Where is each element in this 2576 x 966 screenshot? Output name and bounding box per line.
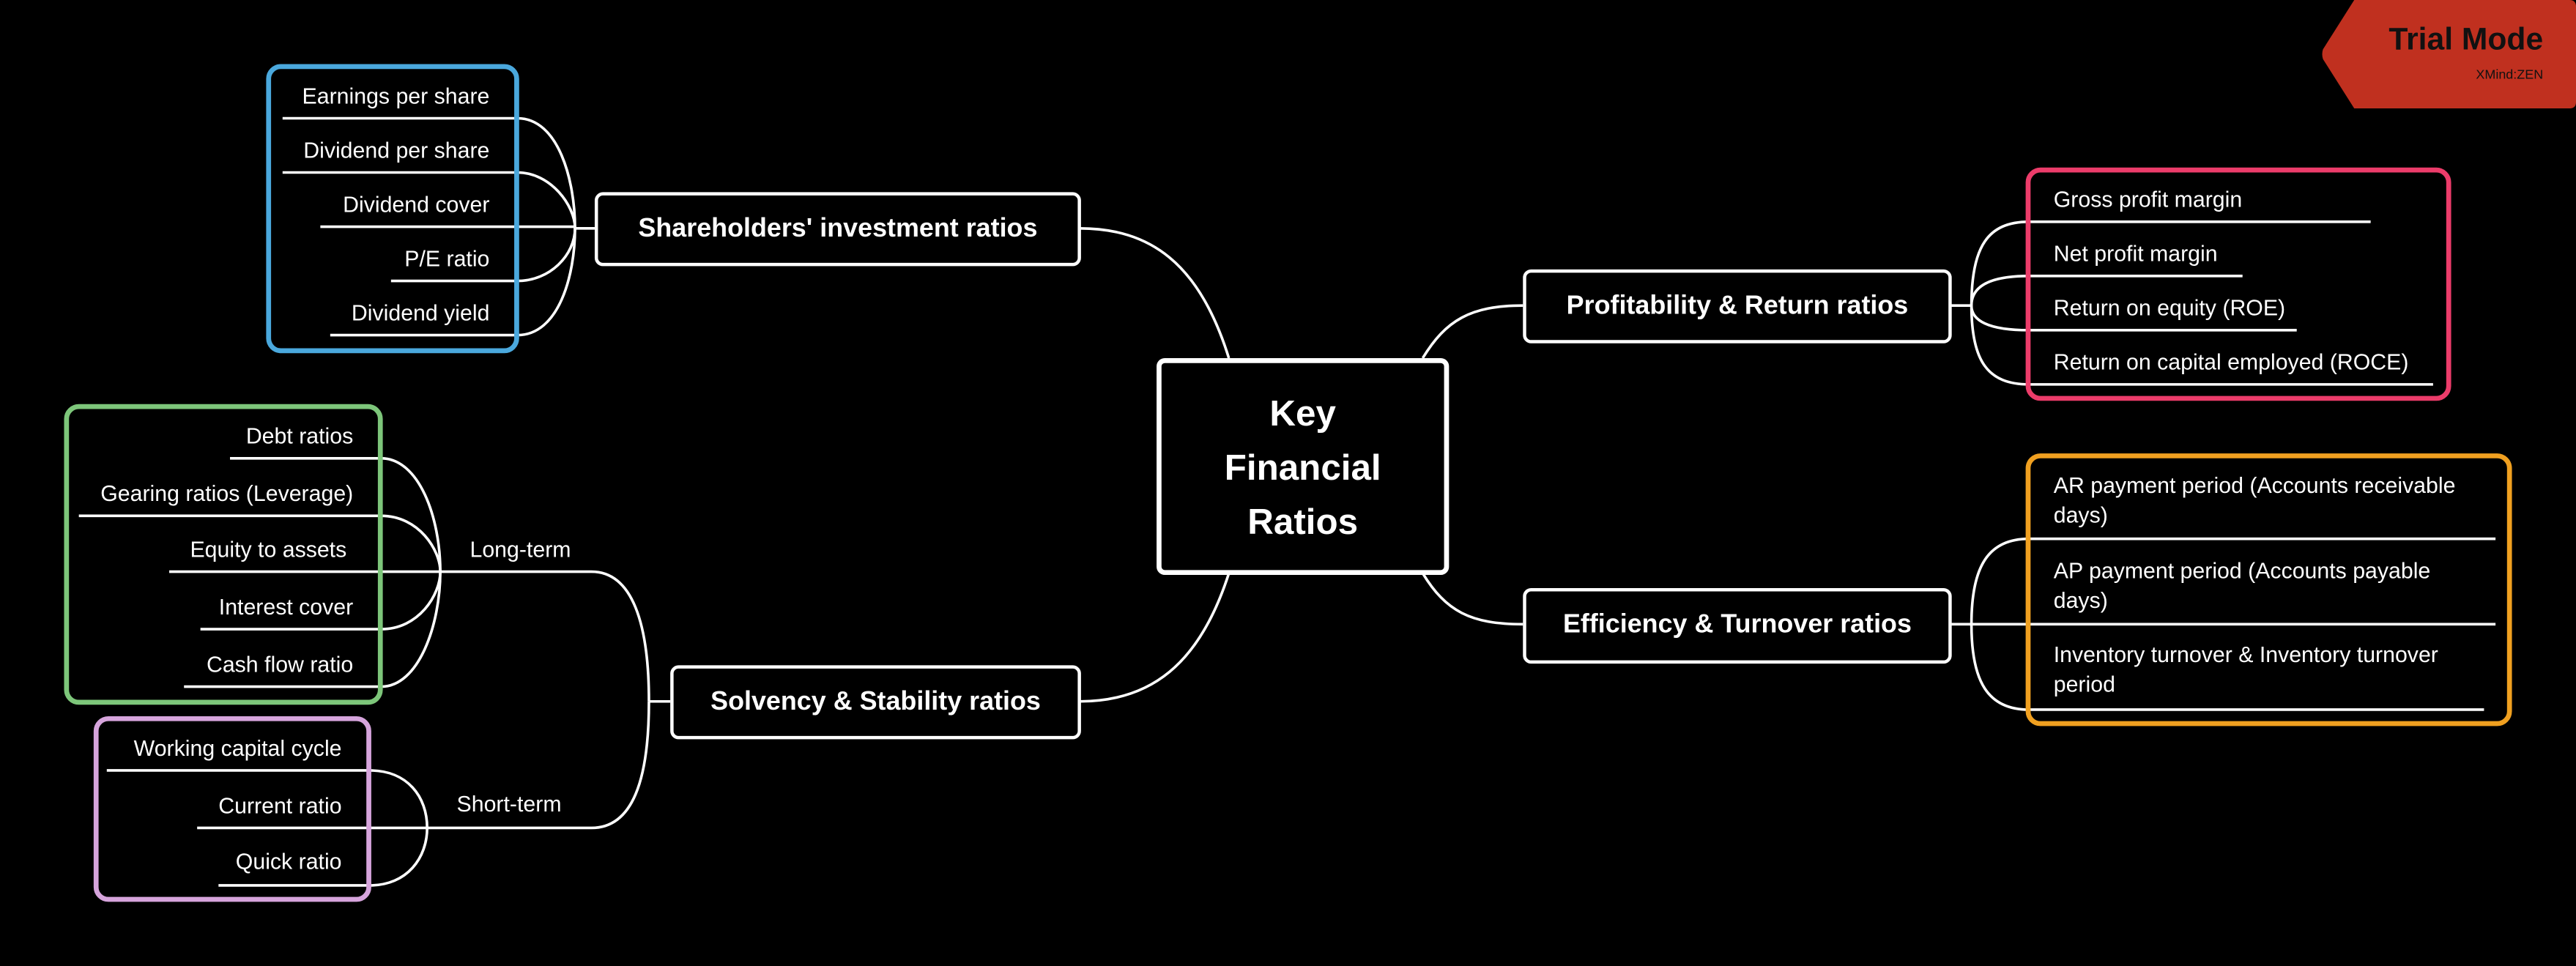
subtopic[interactable]: AR payment period (Accounts receivable d… [2053,472,2456,528]
long-term-boundary [64,404,383,705]
topic-label: Solvency & Stability ratios [710,687,1041,716]
central-line: Key [1269,391,1336,434]
subtopic[interactable]: Cash flow ratio [206,652,354,677]
topic-label: Profitability & Return ratios [1566,291,1909,320]
central-line: Ratios [1247,499,1359,542]
subtopic[interactable]: Debt ratios [245,423,354,449]
subtopic[interactable]: Earnings per share [302,83,490,109]
subtopic-long-term[interactable]: Long-term [469,537,571,562]
subtopic[interactable]: Dividend per share [303,138,490,163]
connector-central-profitability [1421,304,1523,359]
connector-central-solvency [1079,573,1231,703]
efficiency-connectors [1950,537,2496,711]
subtopic[interactable]: AP payment period (Accounts payable days… [2053,558,2431,613]
topic-shareholders[interactable]: Shareholders' investment ratios [594,192,1081,267]
subtopic[interactable]: Equity to assets [190,537,347,562]
topic-label: Efficiency & Turnover ratios [1562,611,1912,639]
topic-label: Shareholders' investment ratios [638,214,1038,242]
subtopic-short-term[interactable]: Short-term [456,792,562,817]
connector-central-shareholders [1079,226,1231,359]
subtopic[interactable]: Dividend cover [343,192,490,218]
subtopic[interactable]: Gross profit margin [2053,187,2243,212]
central-line: Financial [1224,445,1381,488]
topic-solvency[interactable]: Solvency & Stability ratios [670,665,1081,740]
subtopic[interactable]: Return on equity (ROE) [2053,295,2286,321]
shareholders-connectors [282,116,595,337]
subtopic[interactable]: Net profit margin [2053,241,2218,267]
topic-profitability[interactable]: Profitability & Return ratios [1523,269,1952,343]
efficiency-boundary [2025,453,2512,727]
badge-title: Trial Mode [2388,23,2544,58]
short-term-boundary [93,716,371,902]
subtopic[interactable]: Current ratio [218,793,342,819]
subtopic[interactable]: P/E ratio [404,246,490,272]
subtopic[interactable]: Gearing ratios (Leverage) [100,481,354,506]
badge-brand: XMind:ZEN [2476,67,2544,83]
subtopic[interactable]: Return on capital employed (ROCE) [2053,349,2409,375]
subtopic[interactable]: Dividend yield [351,300,490,326]
trial-mode-badge[interactable]: Trial Mode XMind:ZEN [2321,0,2576,109]
shareholders-boundary [266,64,519,354]
solvency-connectors [78,457,671,887]
subtopic[interactable]: Quick ratio [235,849,342,874]
subtopic[interactable]: Interest cover [218,594,354,620]
subtopic[interactable]: Working capital cycle [133,735,342,761]
connector-central-efficiency [1421,572,1523,626]
topic-efficiency[interactable]: Efficiency & Turnover ratios [1523,587,1952,664]
subtopic[interactable]: Inventory turnover & Inventory turnover … [2053,642,2438,697]
profitability-connectors [1950,220,2433,386]
badge-tag-shape [2322,0,2576,109]
profitability-boundary [2025,167,2451,401]
